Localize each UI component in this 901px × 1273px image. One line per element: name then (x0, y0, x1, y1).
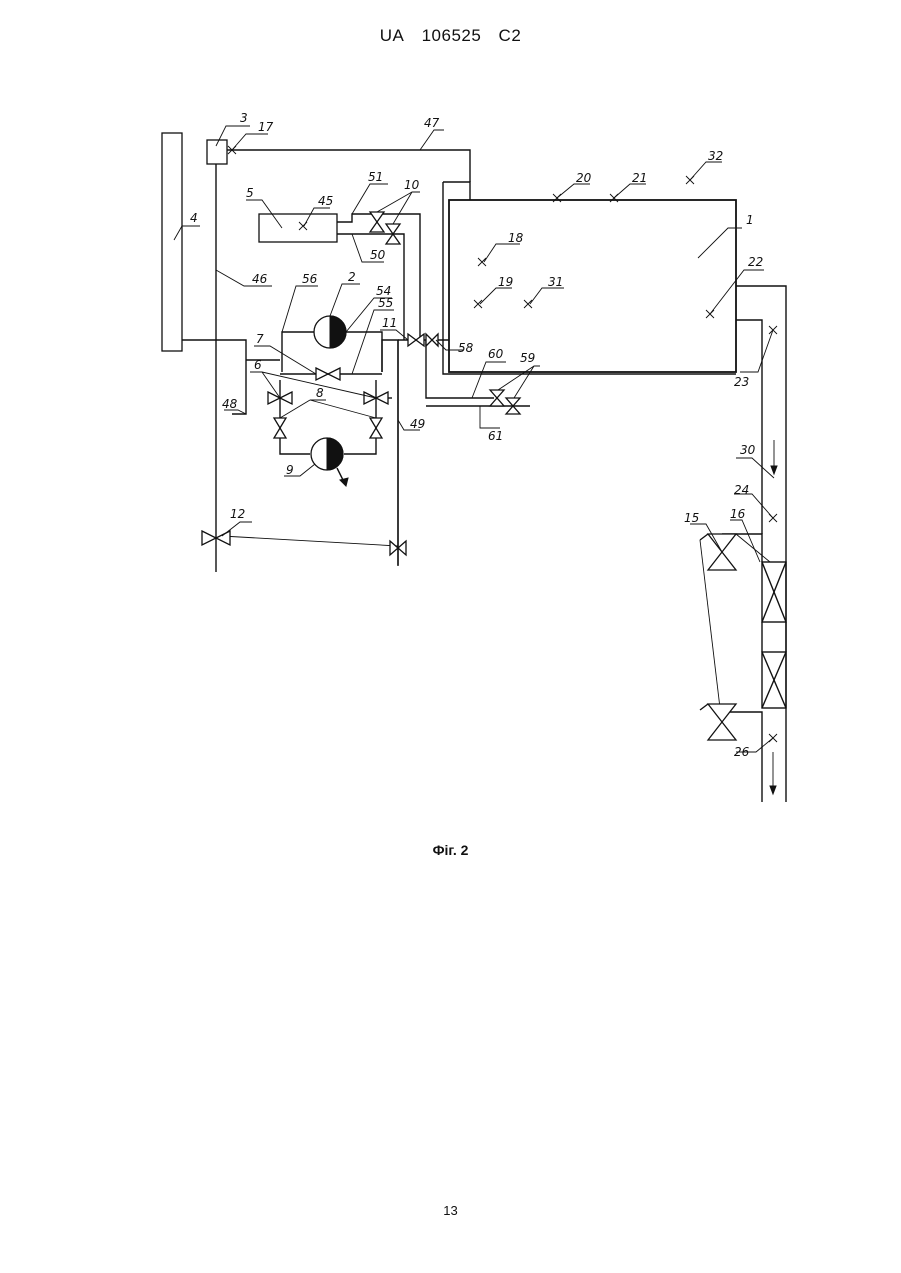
valve-15-stub-top (700, 534, 708, 540)
pipe-outlet-outer (736, 286, 786, 712)
page-number: 13 (0, 1203, 901, 1218)
label-47: 47 (424, 116, 440, 130)
valve-8-left (274, 418, 286, 438)
label-4: 4 (190, 211, 198, 225)
label-58: 58 (458, 341, 474, 355)
label-51: 51 (368, 170, 383, 184)
label-50: 50 (370, 248, 386, 262)
pipe-49 (382, 340, 398, 565)
label-31: 31 (548, 275, 563, 289)
label-24: 24 (734, 483, 749, 497)
label-5: 5 (246, 186, 254, 200)
pump-loop-lower-left (280, 380, 310, 454)
label-12: 12 (230, 507, 245, 521)
valve-11 (408, 334, 424, 346)
label-26: 26 (734, 745, 750, 759)
label-10: 10 (404, 178, 420, 192)
label-48: 48 (222, 397, 238, 411)
pipe-47 (227, 150, 470, 182)
control-line-12 (222, 536, 398, 546)
label-21: 21 (632, 171, 647, 185)
label-61: 61 (488, 429, 503, 443)
label-2: 2 (348, 270, 356, 284)
label-9: 9 (286, 463, 294, 477)
valve-8-right (370, 418, 382, 438)
valve-7 (316, 368, 340, 380)
label-23: 23 (734, 375, 749, 389)
label-16: 16 (730, 507, 746, 521)
pump-2 (314, 316, 346, 348)
label-7: 7 (256, 332, 264, 346)
label-22: 22 (748, 255, 763, 269)
label-60: 60 (488, 347, 504, 361)
valve-10-a (370, 212, 384, 232)
flow-arrow-30-head (771, 466, 777, 474)
label-1: 1 (746, 213, 754, 227)
label-49: 49 (410, 417, 425, 431)
label-55: 55 (378, 296, 393, 310)
label-6: 6 (254, 358, 262, 372)
label-18: 18 (508, 231, 524, 245)
label-8: 8 (316, 386, 324, 400)
label-56: 56 (302, 272, 318, 286)
label-15: 15 (684, 511, 699, 525)
flow-arrow-26-head (770, 786, 776, 794)
label-11: 11 (382, 316, 397, 330)
valve-15-bottom (708, 704, 736, 740)
label-32: 32 (708, 149, 723, 163)
label-46: 46 (252, 272, 268, 286)
pump-9 (311, 438, 348, 486)
pump-loop-upper-left (282, 332, 314, 372)
label-3: 3 (240, 111, 248, 125)
label-59: 59 (520, 351, 535, 365)
pipe-outlet-inner (736, 320, 762, 534)
figure-caption: Фіг. 2 (0, 842, 901, 858)
label-45: 45 (318, 194, 333, 208)
label-20: 20 (576, 171, 592, 185)
label-19: 19 (498, 275, 513, 289)
tank-5 (259, 214, 337, 242)
label-17: 17 (258, 120, 274, 134)
control-line-16 (736, 534, 770, 562)
label-30: 30 (740, 443, 756, 457)
valve-15-stub-bottom (700, 704, 708, 710)
vessel-jacket-top (443, 182, 470, 200)
column-4 (162, 133, 182, 351)
vessel-jacket (443, 182, 736, 374)
